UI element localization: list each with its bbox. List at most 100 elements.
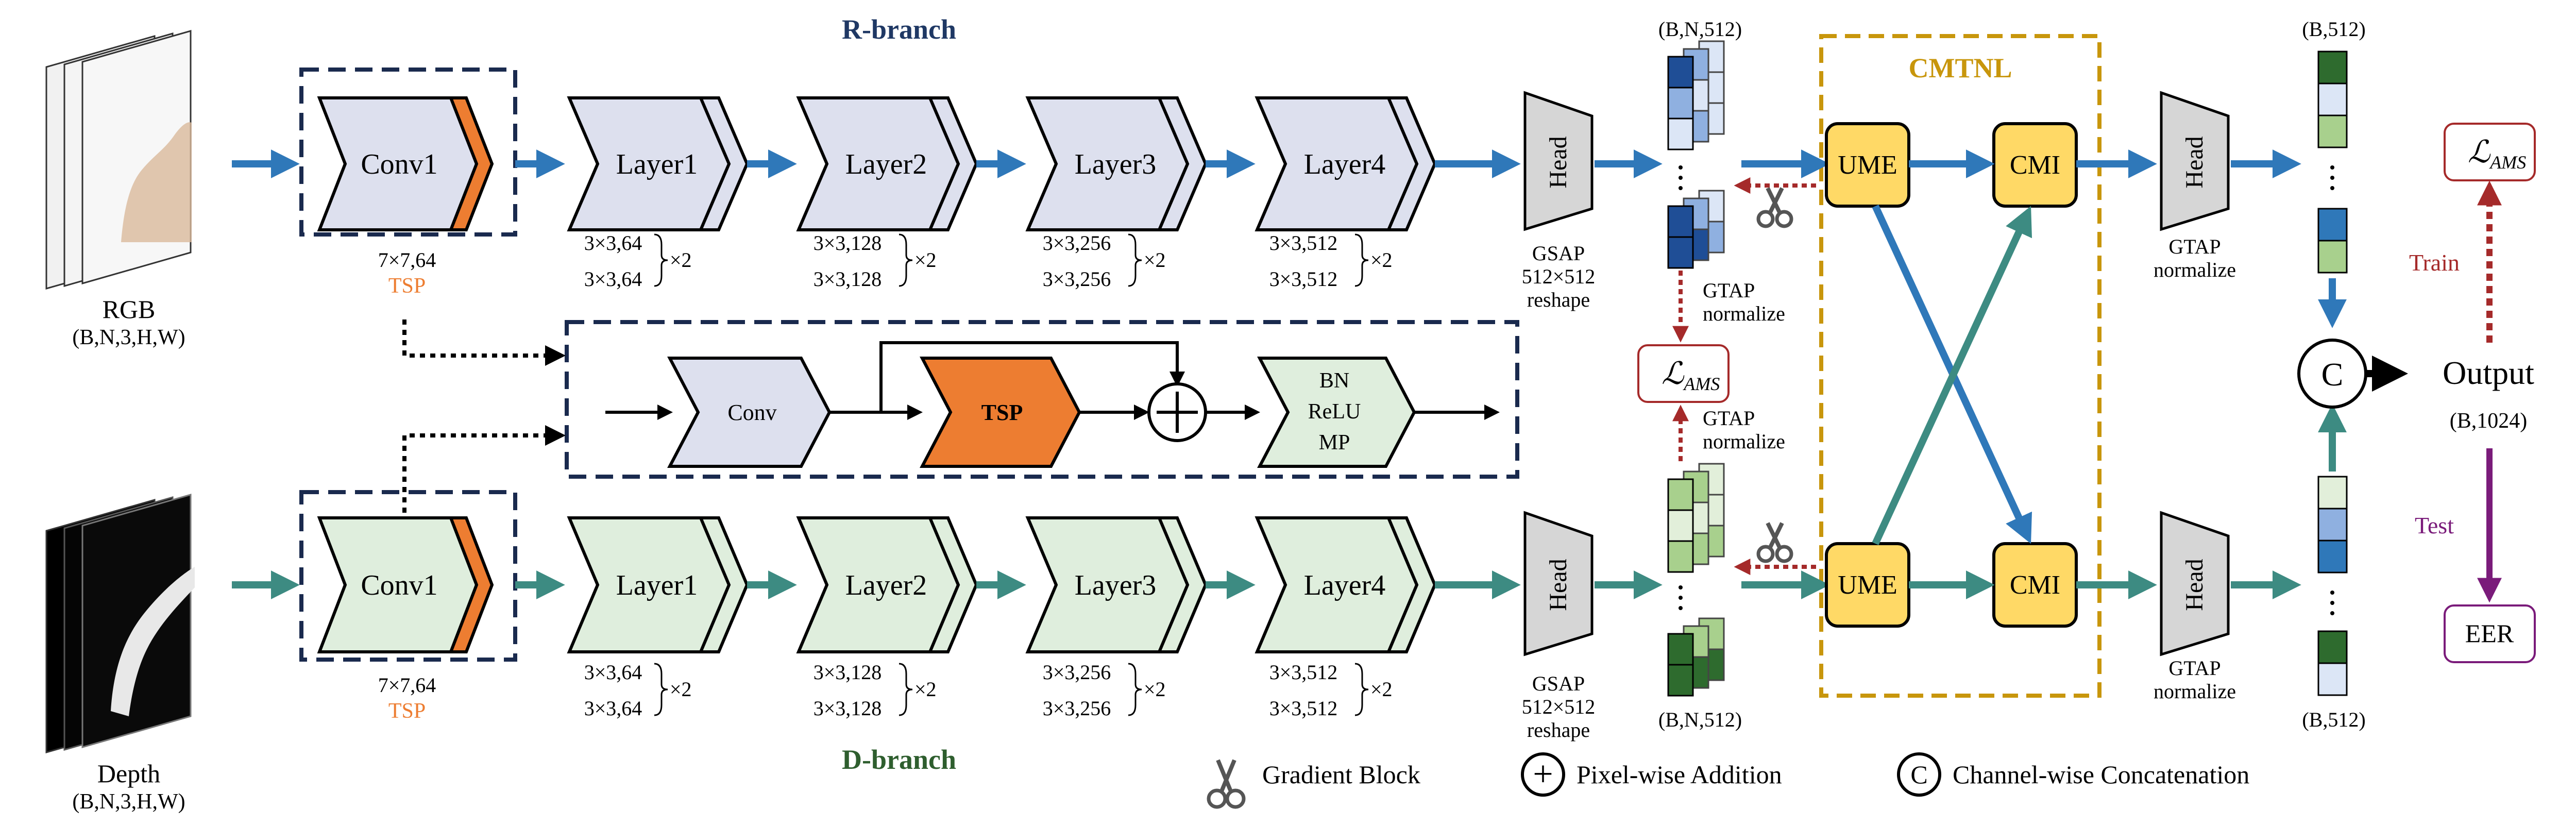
d-ume-label: UME — [1838, 570, 1897, 600]
top-loss-label: ℒAMS — [2468, 135, 2526, 173]
d-layer3-label: Layer3 — [1075, 569, 1157, 601]
d-layer4-block — [1255, 516, 1437, 653]
top-loss-main: ℒ — [2468, 135, 2491, 169]
d-layer4-spec-a: 3×3,512 — [1269, 661, 1338, 684]
legend-scissors-icon — [1207, 759, 1246, 809]
r-layer2-block — [796, 96, 978, 231]
depth-input-stack — [45, 494, 195, 753]
eer-box — [2444, 604, 2536, 663]
r-layer2-spec-b: 3×3,128 — [814, 267, 882, 291]
top-loss-sub: AMS — [2489, 152, 2526, 173]
detail-post-block — [1257, 357, 1416, 468]
d-gtap-line1: GTAP — [1703, 407, 1755, 430]
r-layer3-brace — [1128, 233, 1142, 287]
r-gtap-line1: GTAP — [1703, 279, 1755, 302]
d-gtap-line2: normalize — [1703, 430, 1785, 453]
d-tensor-stack — [1667, 463, 1725, 697]
r-layer4-brace — [1354, 233, 1369, 287]
r-layer3-spec-b: 3×3,256 — [1043, 267, 1111, 291]
detail-tsp-block — [920, 357, 1081, 468]
r-branch-title: R-branch — [842, 14, 956, 45]
d-gsap-line3: reshape — [1527, 718, 1590, 742]
d-layer4-repeat: ×2 — [1370, 678, 1393, 701]
d-layer1-spec-a: 3×3,64 — [584, 661, 642, 684]
d-conv1-label: Conv1 — [361, 569, 437, 601]
r-cmi-label: CMI — [2010, 150, 2060, 180]
r-layer4-spec-a: 3×3,512 — [1269, 231, 1338, 255]
d-layer2-brace — [899, 663, 913, 716]
r-layer4-spec-b: 3×3,512 — [1269, 267, 1338, 291]
r-layer3-repeat: ×2 — [1144, 248, 1166, 272]
d-layer4-spec-b: 3×3,512 — [1269, 697, 1338, 720]
detail-skip-connection — [879, 341, 1185, 412]
d-layer1-repeat: ×2 — [670, 678, 692, 701]
d-cmi-label: CMI — [2010, 570, 2060, 600]
top-loss-box — [2444, 123, 2536, 181]
d-head-block — [1523, 511, 1594, 656]
d-final-head-label: Head — [2181, 559, 2208, 611]
r-conv1-tsp: TSP — [388, 274, 426, 298]
d-conv1-to-detail-dotted — [402, 425, 566, 513]
d-ume-to-r-cmi-arrow — [1872, 206, 2032, 545]
r-layer4-label: Layer4 — [1304, 148, 1386, 180]
legend-concat-icon — [1897, 752, 1941, 797]
output-shape: (B,1024) — [2450, 409, 2528, 433]
d-final-gtap-line1: GTAP — [2168, 656, 2221, 680]
r-layer3-spec-a: 3×3,256 — [1043, 231, 1111, 255]
r-layer1-repeat: ×2 — [670, 248, 692, 272]
r-layer1-label: Layer1 — [616, 148, 698, 180]
d-final-vector — [2317, 476, 2348, 696]
d-layer2-repeat: ×2 — [914, 678, 937, 701]
detail-post-relu: ReLU — [1308, 400, 1361, 424]
r-conv1-spec: 7×7,64 — [378, 248, 436, 272]
d-layer3-spec-b: 3×3,256 — [1043, 697, 1111, 720]
rgb-shape: (B,N,3,H,W) — [72, 326, 185, 349]
r-layer1-spec-b: 3×3,64 — [584, 267, 642, 291]
cmtnl-dashed-box — [1819, 34, 2102, 698]
d-layer3-repeat: ×2 — [1144, 678, 1166, 701]
r-final-gtap-line2: normalize — [2154, 258, 2236, 281]
r-layer2-label: Layer2 — [845, 148, 927, 180]
d-layer1-brace — [654, 663, 668, 716]
r-head-label: Head — [1545, 136, 1572, 188]
r-layer3-label: Layer3 — [1075, 148, 1157, 180]
legend-gradient-block: Gradient Block — [1262, 760, 1420, 789]
d-layer3-brace — [1128, 663, 1142, 716]
r-gsap-line1: GSAP — [1532, 242, 1585, 265]
legend-plus-icon — [1521, 752, 1565, 797]
d-gsap-line2: 512×512 — [1522, 695, 1596, 718]
r-layer1-spec-a: 3×3,64 — [584, 231, 642, 255]
d-layer1-spec-b: 3×3,64 — [584, 697, 642, 720]
eer-label: EER — [2465, 619, 2514, 648]
r-layer2-repeat: ×2 — [914, 248, 937, 272]
r-layer4-block — [1255, 96, 1437, 231]
depth-shape: (B,N,3,H,W) — [72, 790, 185, 814]
test-label: Test — [2415, 512, 2454, 538]
output-label: Output — [2443, 355, 2534, 391]
legend-plus-glyph: + — [1533, 754, 1553, 794]
detail-add-icon — [1147, 382, 1207, 442]
d-branch-title: D-branch — [842, 744, 956, 775]
d-layer1-label: Layer1 — [616, 569, 698, 601]
r-layer2-spec-a: 3×3,128 — [814, 231, 882, 255]
r-final-gtap-line1: GTAP — [2168, 235, 2221, 258]
mid-loss-main: ℒ — [1662, 357, 1685, 391]
detail-conv-block — [667, 357, 832, 468]
r-layer1-brace — [654, 233, 668, 287]
d-layer1-block — [567, 516, 749, 653]
r-gsap-line3: reshape — [1527, 288, 1590, 311]
d-b512-label: (B,512) — [2302, 708, 2365, 731]
r-conv1-block — [317, 96, 494, 231]
train-label: Train — [2409, 249, 2460, 276]
detail-conv-label: Conv — [727, 400, 776, 425]
d-gsap-line1: GSAP — [1532, 672, 1585, 695]
r-b512-label: (B,512) — [2302, 18, 2365, 41]
detail-post-bn: BN — [1319, 369, 1349, 393]
concat-label: C — [2321, 356, 2344, 393]
d-layer3-spec-a: 3×3,256 — [1043, 661, 1111, 684]
r-final-head-label: Head — [2181, 136, 2208, 188]
r-scissors-icon — [1756, 187, 1793, 228]
d-layer-specs: 3×3,64 3×3,64 ×2 3×3,128 3×3,128 ×2 3×3,… — [584, 661, 1393, 720]
legend-pixel-add: Pixel-wise Addition — [1577, 760, 1782, 789]
